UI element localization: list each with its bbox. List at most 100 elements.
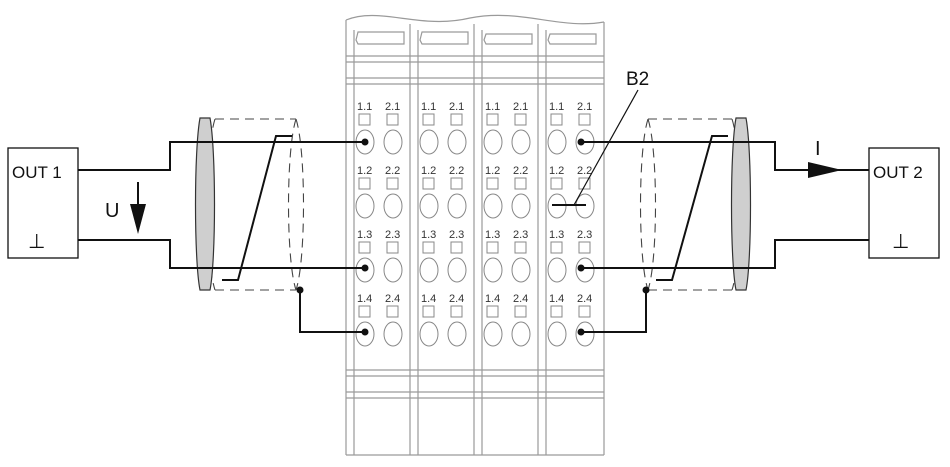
terminal-wire-entry xyxy=(447,129,467,155)
current-label: I xyxy=(815,138,821,160)
terminal-release-button xyxy=(578,305,591,318)
terminal-release-button xyxy=(358,113,371,126)
terminal-release-button xyxy=(578,177,591,190)
terminal-number-label: 1.2 xyxy=(421,165,436,177)
left-cable xyxy=(78,117,365,333)
terminal-wire-entry xyxy=(447,193,467,219)
terminal-wire-entry xyxy=(483,129,503,155)
terminal-wire-entry xyxy=(575,321,595,347)
bridge-b2 xyxy=(552,89,639,206)
terminal-wire-entry xyxy=(383,129,403,155)
out2-device: OUT 2 ⊥ xyxy=(868,147,940,259)
current-arrow xyxy=(808,162,842,178)
terminal-release-button xyxy=(486,113,499,126)
terminal-number-label: 1.4 xyxy=(421,293,436,305)
terminal-release-button xyxy=(450,305,463,318)
terminal-wire-entry xyxy=(483,193,503,219)
terminal-number-label: 2.1 xyxy=(449,101,464,113)
terminal-release-button xyxy=(550,177,563,190)
terminal-wire-entry xyxy=(419,257,439,283)
terminal-number-label: 1.4 xyxy=(357,293,372,305)
bridge-label: B2 xyxy=(626,69,649,90)
terminal-wire-entry xyxy=(511,257,531,283)
terminal-number-label: 2.1 xyxy=(513,101,528,113)
wire-right-twist xyxy=(656,135,728,281)
terminal-release-button xyxy=(514,305,527,318)
terminal-release-button xyxy=(358,241,371,254)
terminal-number-label: 2.4 xyxy=(385,293,400,305)
terminal-number-label: 1.1 xyxy=(485,101,500,113)
shield-ring-right xyxy=(730,117,752,291)
terminal-wire-entry xyxy=(547,257,567,283)
terminal-release-button xyxy=(486,177,499,190)
terminal-wire-entry xyxy=(511,193,531,219)
terminal-release-button xyxy=(514,241,527,254)
terminal-release-button xyxy=(386,241,399,254)
terminal-grid: 1.1 2.1 1.2 2.2 1.3 2.3 1.4 2.4 1.1 2.1 1.2 2.2 1.3 2… xyxy=(355,101,595,347)
terminal-release-button xyxy=(386,113,399,126)
out2-box xyxy=(868,147,940,259)
terminal-block-top-edge xyxy=(345,14,605,25)
terminal-number-label: 1.2 xyxy=(549,165,564,177)
terminal-number-label: 2.3 xyxy=(449,229,464,241)
terminal-number-label: 1.4 xyxy=(549,293,564,305)
out1-label: OUT 1 xyxy=(12,163,62,182)
terminal-wire-entry xyxy=(383,257,403,283)
terminal-number-label: 2.4 xyxy=(577,293,592,305)
label-holder xyxy=(483,33,533,45)
wire-left-shield xyxy=(299,290,365,333)
terminal-wire-entry xyxy=(419,321,439,347)
terminal-release-button xyxy=(486,241,499,254)
terminal-number-label: 1.1 xyxy=(421,101,436,113)
terminal-wire-entry xyxy=(511,321,531,347)
terminal-release-button xyxy=(358,305,371,318)
terminal-release-button xyxy=(514,113,527,126)
terminal-wire-entry xyxy=(419,193,439,219)
terminal-release-button xyxy=(578,241,591,254)
terminal-release-button xyxy=(422,177,435,190)
out2-ground-symbol: ⊥ xyxy=(892,231,909,253)
terminal-number-label: 2.3 xyxy=(513,229,528,241)
terminal-number-label: 1.2 xyxy=(357,165,372,177)
terminal-release-button xyxy=(578,113,591,126)
terminal-number-label: 1.1 xyxy=(357,101,372,113)
terminal-number-label: 2.2 xyxy=(449,165,464,177)
terminal-block xyxy=(345,14,605,456)
terminal-number-label: 1.3 xyxy=(357,229,372,241)
out1-box xyxy=(7,147,79,259)
terminal-release-button xyxy=(550,241,563,254)
voltage-label: U xyxy=(105,200,119,222)
wire-right-shield xyxy=(581,290,647,333)
terminal-release-button xyxy=(358,177,371,190)
terminal-number-label: 1.2 xyxy=(485,165,500,177)
shield-ring-left xyxy=(194,117,216,291)
terminal-number-label: 1.3 xyxy=(549,229,564,241)
terminal-number-label: 2.4 xyxy=(449,293,464,305)
terminal-wire-entry xyxy=(383,193,403,219)
terminal-wire-entry xyxy=(547,129,567,155)
terminal-release-button xyxy=(450,241,463,254)
terminal-release-button xyxy=(422,241,435,254)
terminal-wire-entry xyxy=(483,321,503,347)
terminal-number-label: 1.1 xyxy=(549,101,564,113)
terminal-number-label: 2.2 xyxy=(577,165,592,177)
terminal-wire-entry xyxy=(419,129,439,155)
terminal-number-label: 2.4 xyxy=(513,293,528,305)
terminal-number-label: 2.2 xyxy=(513,165,528,177)
terminal-release-button xyxy=(422,113,435,126)
shield-junction-dot xyxy=(642,286,650,294)
terminal-wire-entry xyxy=(547,321,567,347)
out1-ground-symbol: ⊥ xyxy=(28,231,45,253)
terminal-wire-entry xyxy=(447,321,467,347)
right-cable xyxy=(581,117,869,333)
label-holder xyxy=(419,31,469,45)
terminal-release-button xyxy=(514,177,527,190)
terminal-release-button xyxy=(550,305,563,318)
terminal-number-label: 1.4 xyxy=(485,293,500,305)
terminal-release-button xyxy=(386,305,399,318)
terminal-wire-entry xyxy=(383,321,403,347)
terminal-release-button xyxy=(550,113,563,126)
terminal-number-label: 2.2 xyxy=(385,165,400,177)
wire-out2-ground xyxy=(581,239,869,269)
